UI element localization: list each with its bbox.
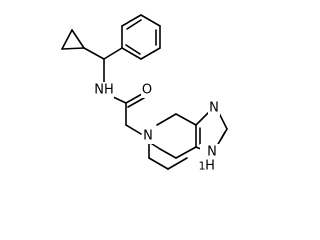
bond-ch2-ring-n <box>125 124 142 135</box>
svg-text:H: H <box>205 159 215 174</box>
svg-text:N: N <box>207 145 217 160</box>
label-carbonyl-o: O <box>141 82 153 98</box>
bond-lower-ring <box>148 157 169 170</box>
phenyl-ring <box>103 14 161 60</box>
label-imidazole-nh: N H 1 <box>199 144 222 174</box>
bond-lower-ring-2 <box>167 157 188 170</box>
chemical-structure-diagram: NH O N N N H 1 <box>61 14 228 174</box>
label-ring-n: N <box>142 128 154 144</box>
bond-cyclopropyl-ch <box>83 47 105 60</box>
label-amide-nh: NH <box>94 82 114 98</box>
svg-text:N: N <box>143 129 153 144</box>
cyclopropyl-ring <box>61 29 85 50</box>
carbonyl-double-bond <box>125 93 145 108</box>
label-imidazole-n: N <box>208 100 220 116</box>
svg-text:1: 1 <box>199 160 206 173</box>
svg-text:N: N <box>209 101 219 116</box>
svg-text:O: O <box>142 83 152 98</box>
svg-text:NH: NH <box>94 83 114 98</box>
piperidine-ring <box>148 113 197 159</box>
